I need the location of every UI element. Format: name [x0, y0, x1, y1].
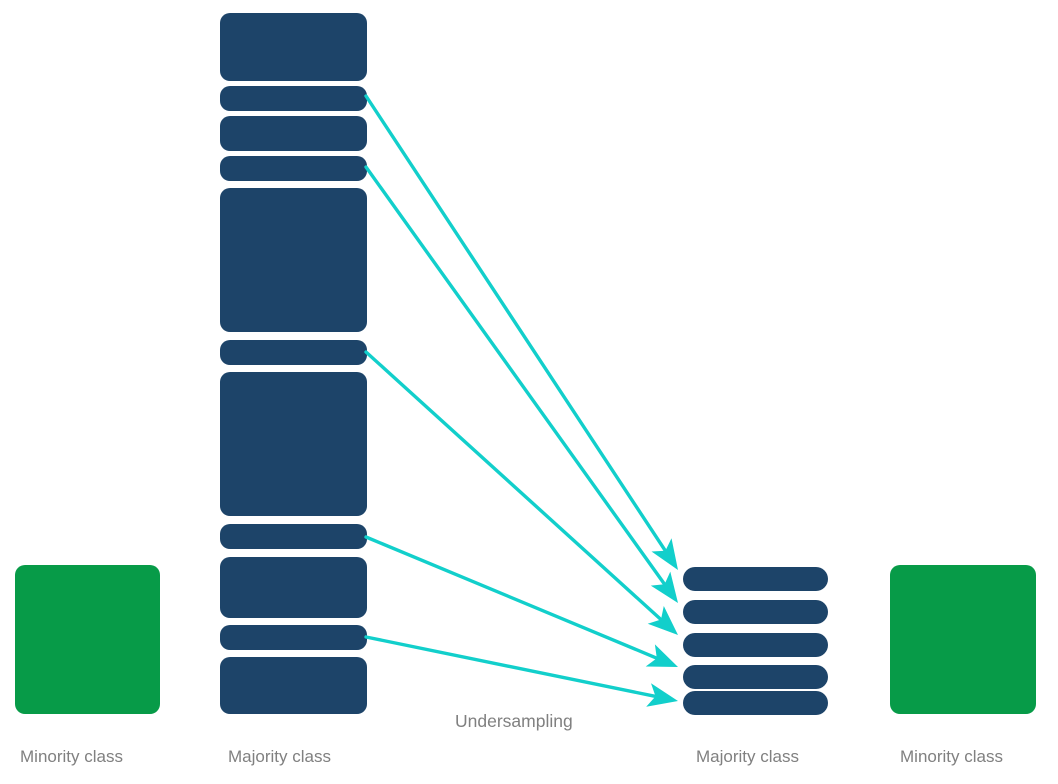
sampled-majority-class-block	[683, 691, 828, 715]
majority-class-block	[220, 524, 367, 549]
majority-class-block	[220, 86, 367, 111]
majority-class-block	[220, 116, 367, 151]
left-minority-class-block	[15, 565, 160, 714]
label-left-majority-class: Majority class	[228, 747, 331, 766]
label-left-minority-class: Minority class	[20, 747, 123, 766]
undersampling-arrow	[364, 350, 678, 635]
majority-class-block	[220, 13, 367, 81]
undersampling-process-label: Undersampling	[455, 711, 573, 731]
undersampling-arrow	[364, 94, 678, 570]
sampled-majority-class-block	[683, 600, 828, 624]
sampled-majority-class-block	[683, 567, 828, 591]
majority-class-block	[220, 657, 367, 714]
majority-class-block	[220, 372, 367, 516]
right-minority-class-block	[890, 565, 1036, 714]
label-right-minority-class: Minority class	[900, 747, 1003, 766]
label-right-majority-class: Majority class	[696, 747, 799, 766]
majority-class-block	[220, 340, 367, 365]
undersampling-arrow	[364, 535, 678, 667]
sampled-majority-class-block	[683, 633, 828, 657]
sampled-majority-class-block	[683, 665, 828, 689]
undersampling-arrow	[364, 165, 678, 603]
majority-class-block	[220, 557, 367, 618]
majority-class-block	[220, 188, 367, 332]
majority-class-block	[220, 625, 367, 650]
majority-class-block	[220, 156, 367, 181]
undersampling-arrow	[364, 635, 678, 707]
